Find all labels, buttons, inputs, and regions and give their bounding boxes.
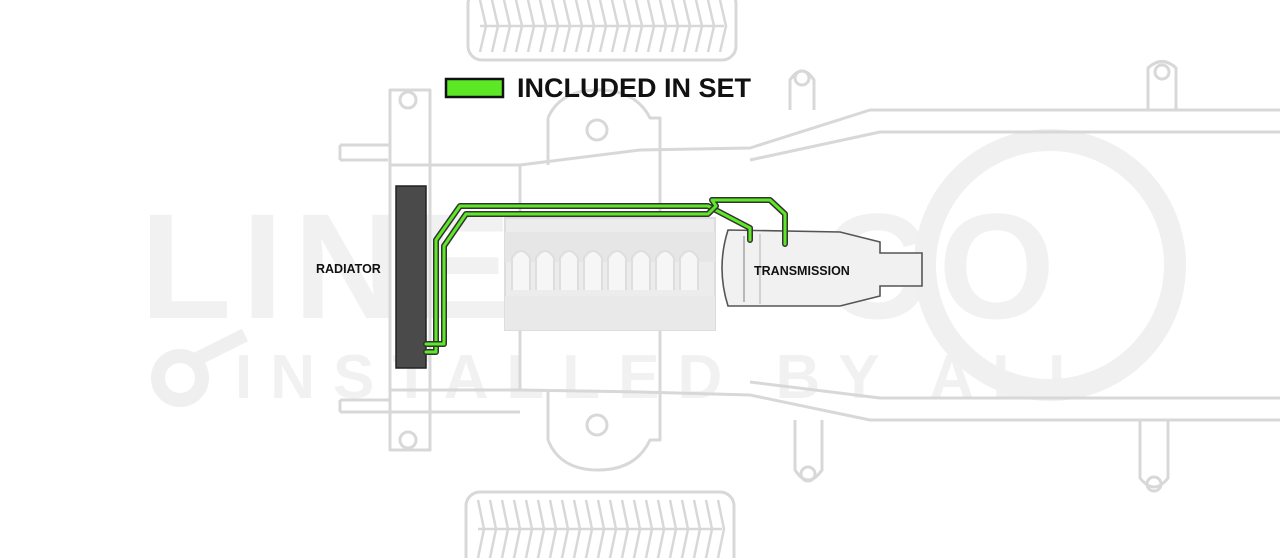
cooler-lines (423, 197, 788, 355)
wrench-icon (151, 328, 249, 407)
legend-swatch (444, 77, 505, 99)
radiator-label: RADIATOR (316, 262, 381, 276)
watermark-line1: LINE (140, 182, 522, 350)
tire-bottom (464, 490, 736, 558)
tire-top (466, 0, 738, 62)
transmission-label: TRANSMISSION (754, 264, 850, 278)
radiator[interactable]: RADIATOR (316, 185, 427, 369)
vehicle-frame (338, 60, 1280, 493)
watermark-ring-icon (914, 129, 1186, 401)
transmission[interactable]: TRANSMISSION (721, 229, 923, 307)
legend: INCLUDED IN SET (444, 73, 752, 103)
engine-block (504, 217, 716, 331)
watermark: LINE CO INSTALLED BY ALL (140, 129, 1186, 412)
legend-label: INCLUDED IN SET (517, 73, 752, 103)
